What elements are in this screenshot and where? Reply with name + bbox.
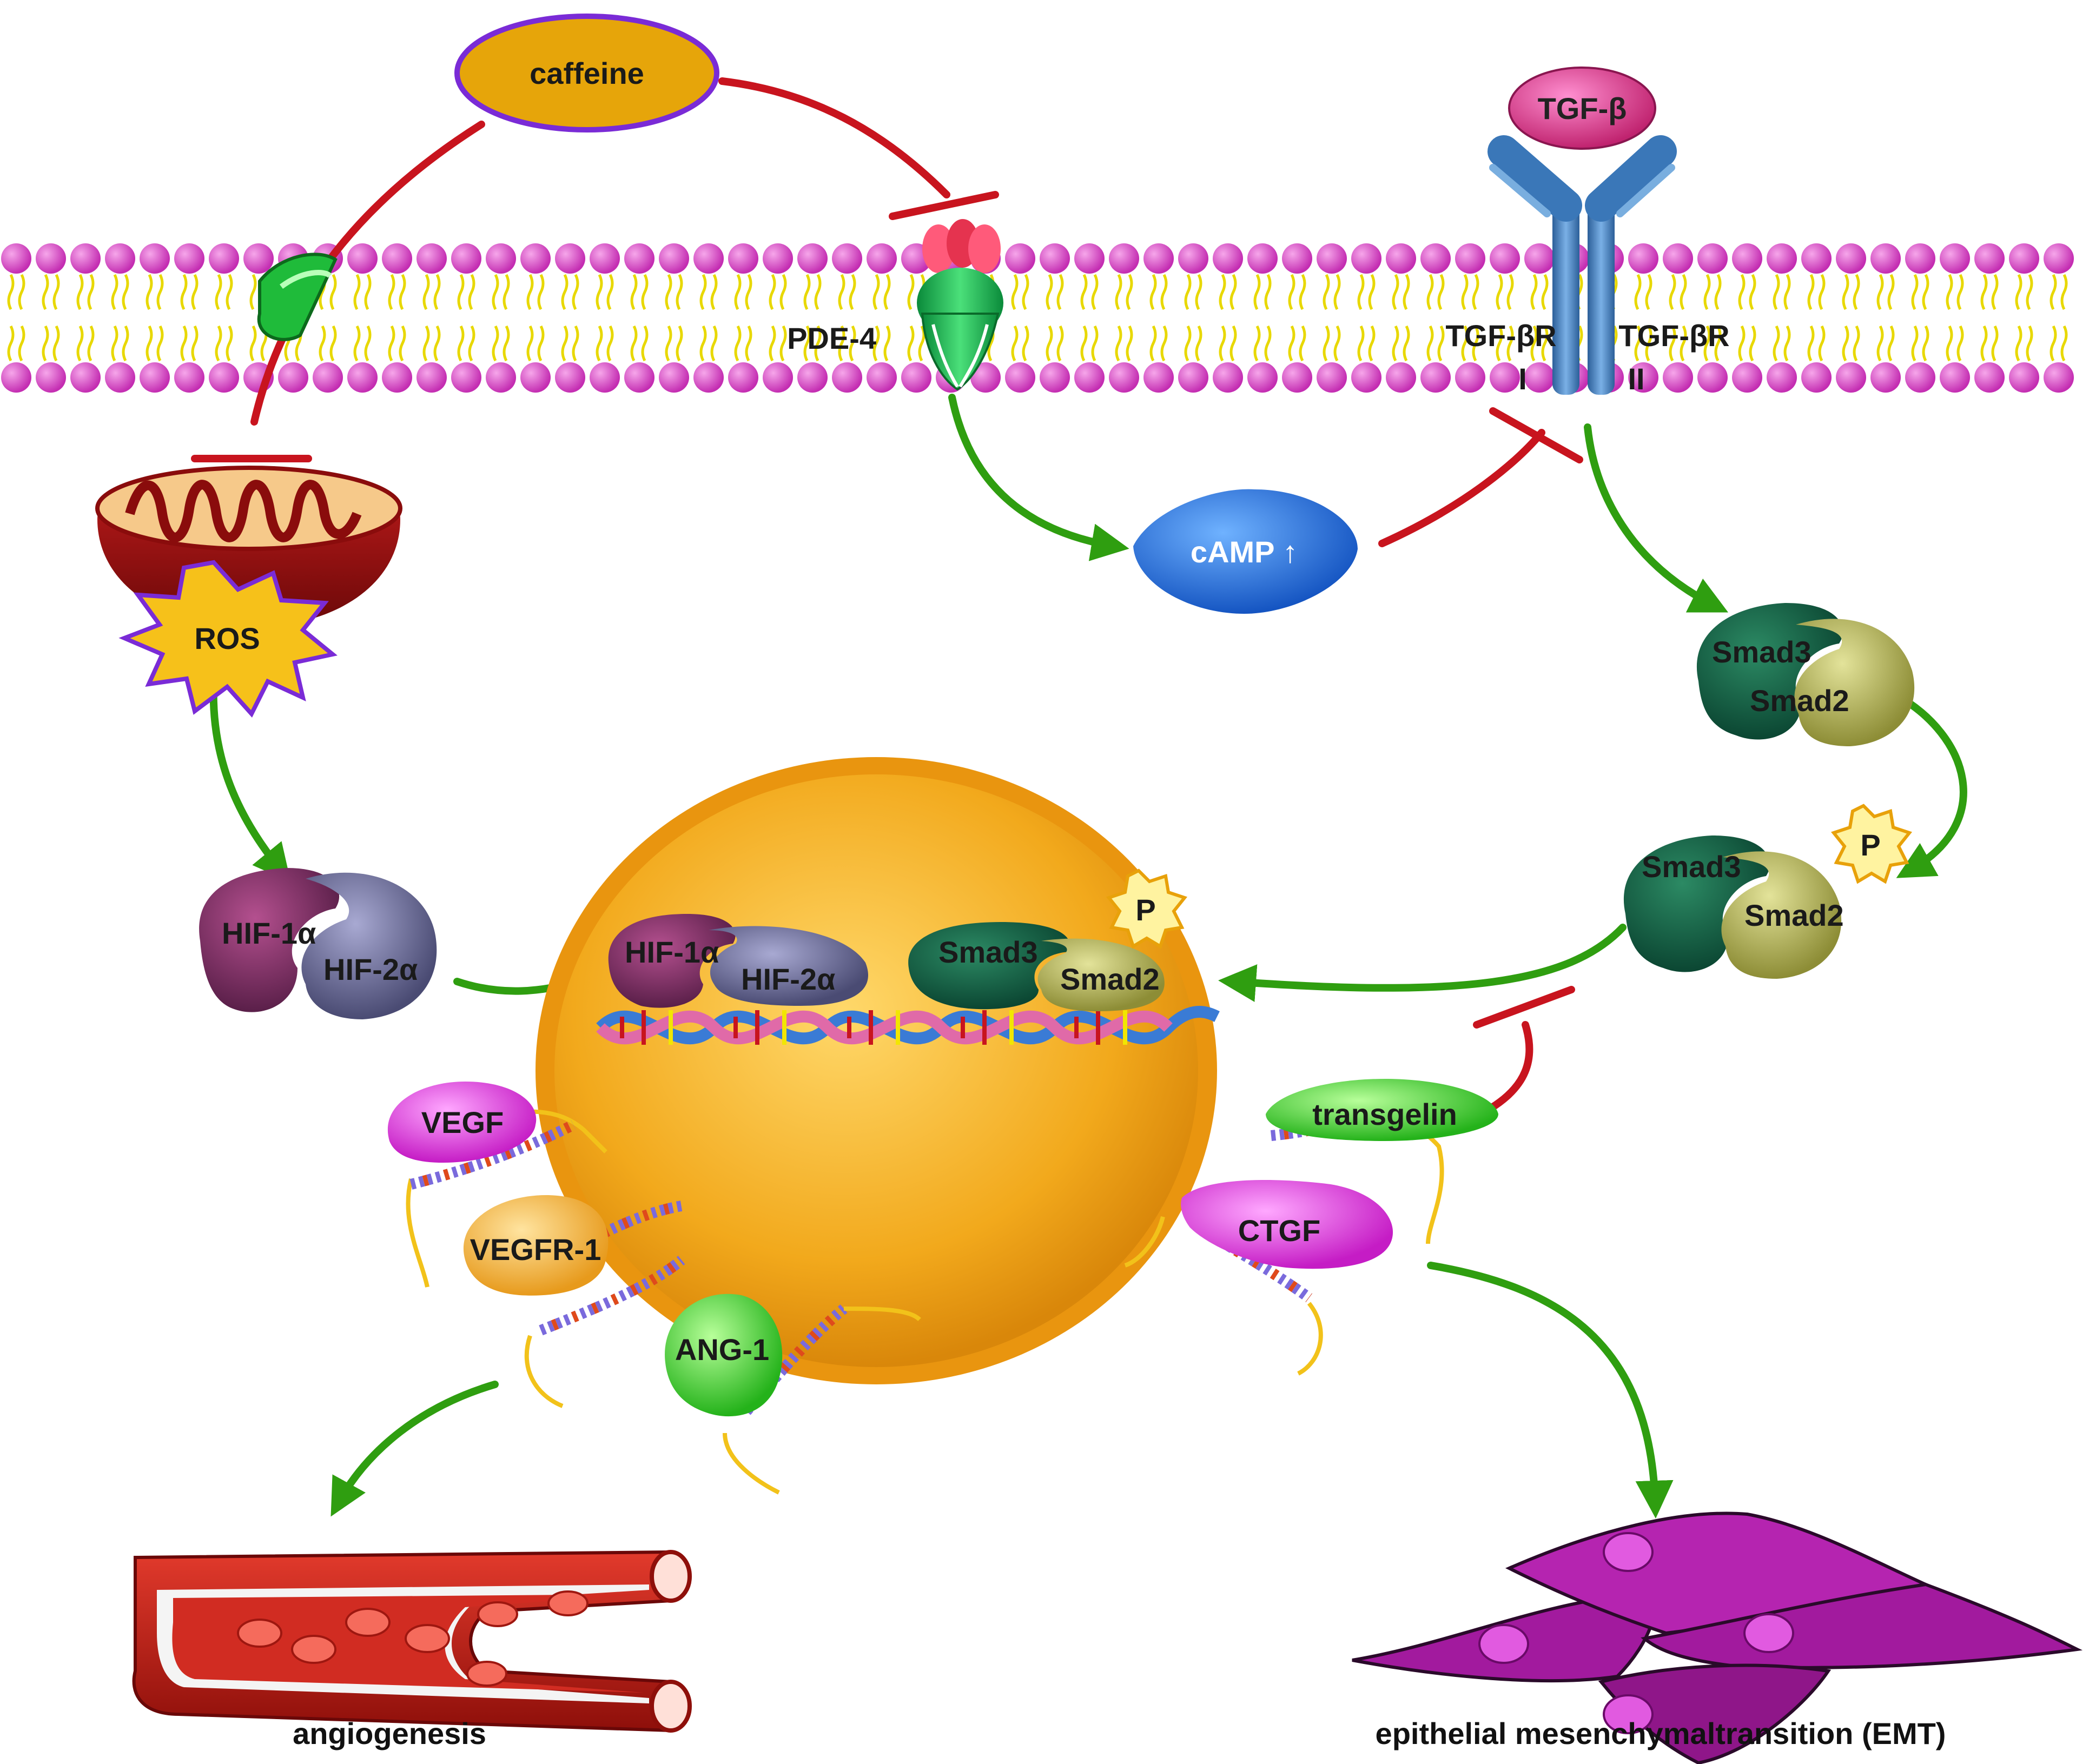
smad2-top-label: Smad2 (1750, 684, 1849, 718)
hif1a-left-label: HIF-1α (222, 916, 316, 950)
ros-burst: ROS (118, 560, 338, 718)
vegf-label: VEGF (421, 1105, 504, 1139)
smad2-mid-label: Smad2 (1744, 898, 1844, 932)
vegf-node: VEGF (387, 1082, 537, 1163)
cell-membrane (1, 243, 2074, 393)
ang1-node: ANG-1 (665, 1294, 783, 1417)
hif-complex-nucleus: HIF-1α HIF-2α (608, 914, 868, 1008)
transgelin-label: transgelin (1312, 1097, 1457, 1131)
tgf-beta-receptor: TGF-β TGF-βR TGF-βR I II (1445, 67, 1730, 396)
smad2-nucleus-label: Smad2 (1060, 962, 1160, 996)
emt-arrow (1427, 1262, 1674, 1518)
ctgf-node: CTGF (1181, 1180, 1393, 1269)
smad-complex-phospho: Smad3 Smad2 P (1623, 804, 1913, 979)
translocation-inhibition-bar (1473, 986, 1575, 1029)
smad-complex-nucleus: Smad3 Smad2 P (908, 868, 1188, 1011)
camp-node: cAMP ↑ (1133, 489, 1358, 614)
camp-label: cAMP ↑ (1191, 535, 1298, 569)
phospho-mid-label: P (1860, 828, 1880, 862)
receptor-II-label: II (1628, 362, 1644, 396)
hif2a-nucleus-label: HIF-2α (741, 962, 835, 996)
blood-vessel-icon (132, 1550, 692, 1733)
vegfr1-node: VEGFR-1 (463, 1195, 609, 1296)
hif1a-nucleus-label: HIF-1α (625, 935, 719, 969)
tgf-beta-r2-label: TGF-βR (1618, 319, 1729, 353)
pde4-label: PDE-4 (787, 321, 876, 355)
ros-activates-hif (209, 678, 291, 883)
caffeine-inhibits-ros (250, 121, 485, 426)
angiogenesis-arrow (330, 1381, 499, 1517)
angiogenesis-caption: angiogenesis (293, 1716, 486, 1750)
smad-nuclear-translocation (1218, 924, 1627, 1002)
dna-helix (596, 1006, 1220, 1045)
ctgf-label: CTGF (1238, 1213, 1320, 1248)
caffeine-node: caffeine (454, 14, 719, 132)
caffeine-inhibits-pde4 (718, 77, 950, 198)
pde4-inhibition-bar (889, 191, 999, 220)
pde4-activates-camp (948, 394, 1129, 561)
smad-phosphorylation-arrow (1892, 691, 1967, 878)
camp-inhibits-receptor (1378, 429, 1545, 547)
receptor-I-label: I (1518, 362, 1527, 396)
membrane-channel (257, 253, 338, 341)
smad3-mid-label: Smad3 (1642, 850, 1741, 884)
tgf-beta-label: TGF-β (1538, 91, 1627, 125)
emt-caption: epithelial mesenchymaltransition (EMT) (1376, 1716, 1946, 1750)
smad3-top-label: Smad3 (1712, 635, 1812, 669)
smad3-nucleus-label: Smad3 (938, 935, 1038, 969)
mitochondrion (95, 466, 402, 627)
transgelin-inhibits-translocation (1486, 1021, 1533, 1112)
ros-label: ROS (194, 621, 260, 655)
receptor-inhibition-bar (1489, 407, 1583, 463)
vegfr1-label: VEGFR-1 (470, 1232, 601, 1266)
pde4-enzyme: PDE-4 (787, 219, 1003, 391)
caffeine-label: caffeine (530, 56, 644, 90)
receptor-activates-smad (1584, 423, 1729, 613)
hif2a-left-label: HIF-2α (323, 952, 418, 986)
smad-complex-top: Smad3 Smad2 (1696, 603, 1915, 746)
connectors (191, 77, 1967, 1518)
transgelin-node: transgelin (1266, 1079, 1498, 1141)
hif-complex-left: HIF-1α HIF-2α (199, 868, 437, 1019)
emt-cells-icon (1352, 1511, 2083, 1764)
nucleus: HIF-1α HIF-2α Smad3 Smad2 P (536, 757, 1220, 1384)
tgf-beta-r1-label: TGF-βR (1445, 319, 1556, 353)
ang1-label: ANG-1 (675, 1332, 769, 1367)
phospho-nucleus-label: P (1135, 893, 1155, 927)
